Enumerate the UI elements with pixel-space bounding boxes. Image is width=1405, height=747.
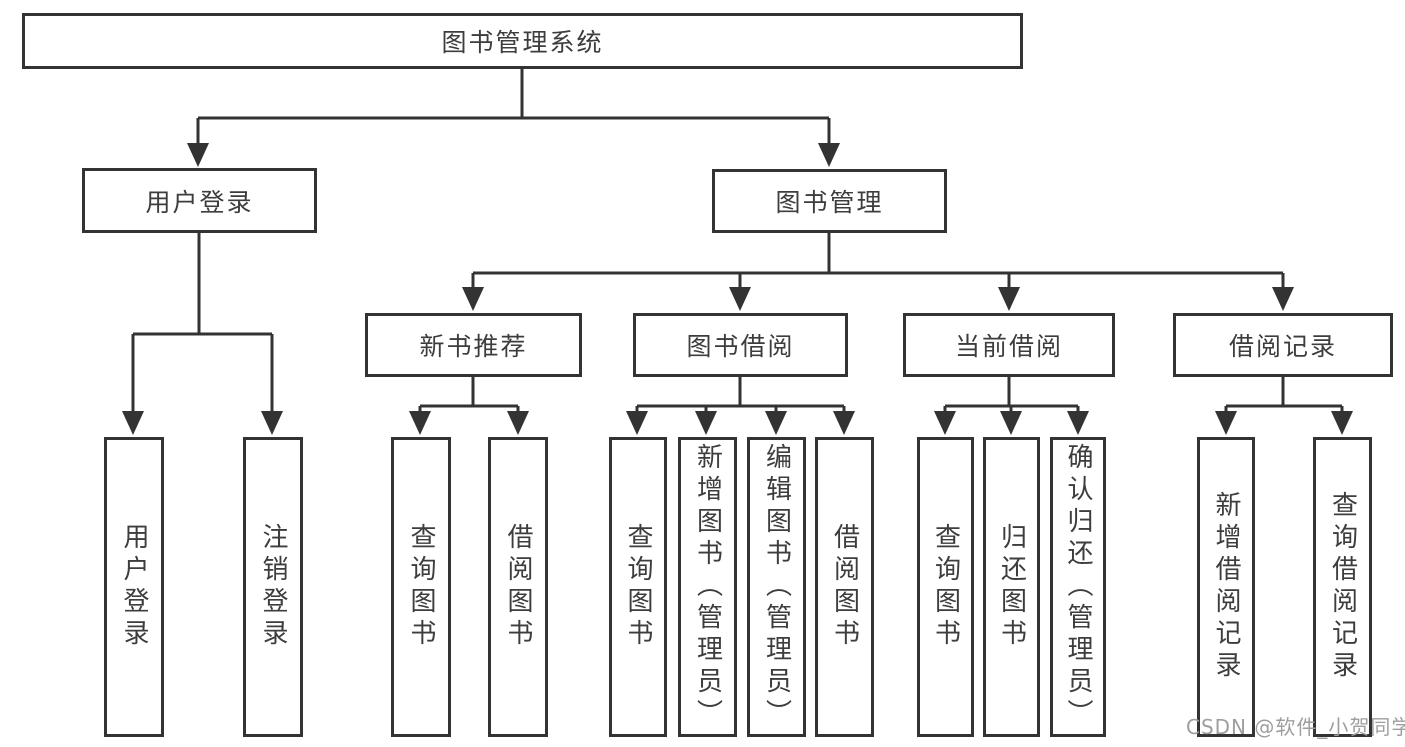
leaf-query-borrow-record: 查询借阅记录 [1313,437,1372,737]
node-borrow-records: 借阅记录 [1173,313,1393,377]
leaf-borrow-books: 借阅图书 [815,437,874,737]
node-user-login: 用户登录 [82,168,317,233]
leaf-add-book-admin: 新增图书（管理员） [678,437,737,737]
node-new-book-recommend: 新书推荐 [365,313,582,377]
leaf-query-books-current: 查询图书 [917,437,974,737]
node-root-system: 图书管理系统 [22,13,1023,69]
leaf-user-login: 用户登录 [104,437,164,737]
leaf-confirm-return-admin: 确认归还（管理员） [1050,437,1106,737]
node-book-management: 图书管理 [712,169,947,233]
leaf-edit-book-admin: 编辑图书（管理员） [747,437,806,737]
leaf-query-books-recommend: 查询图书 [391,437,451,737]
leaf-return-book: 归还图书 [983,437,1040,737]
leaf-borrow-books-recommend: 借阅图书 [488,437,548,737]
leaf-query-books-borrow: 查询图书 [609,437,667,737]
arrowhead-icons [122,143,1353,435]
node-current-borrow: 当前借阅 [903,313,1115,377]
node-book-borrow: 图书借阅 [633,313,848,377]
leaf-add-borrow-record: 新增借阅记录 [1197,437,1255,737]
watermark: CSDN @软件_小贺同学 [1186,715,1405,739]
leaf-logout: 注销登录 [243,437,303,737]
